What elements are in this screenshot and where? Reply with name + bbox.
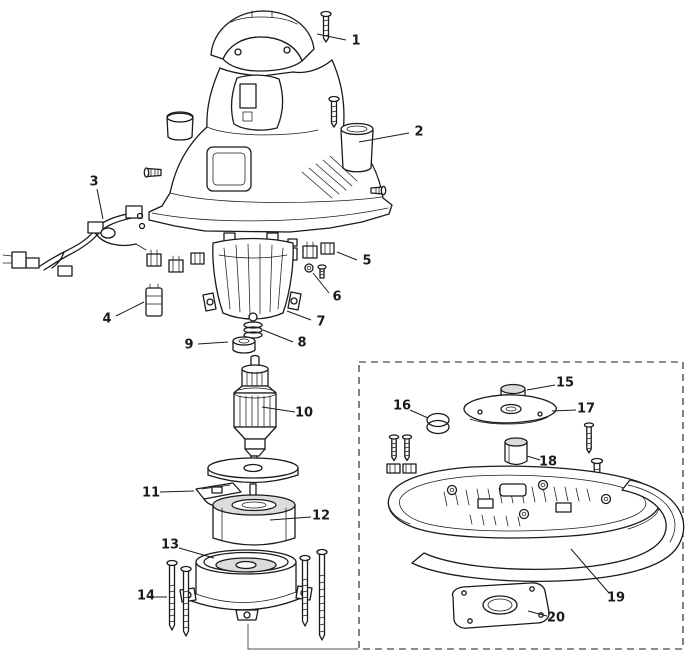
part-9-bearing-cap: [232, 336, 256, 354]
part-20-bottom-plate: [451, 582, 550, 629]
retainer-clips-left: [146, 249, 205, 273]
part-callout-17: 17: [576, 401, 596, 417]
part-14-bolts: [166, 548, 328, 641]
part-callout-14: 14: [136, 588, 156, 604]
part-16-spring: [426, 412, 450, 435]
leader-lines: [96, 33, 610, 617]
part-callout-13: 13: [160, 537, 180, 553]
part-2-upper-housing: [143, 59, 393, 233]
part-17-cam-plate: [463, 394, 557, 425]
fastener-screws-left: [386, 434, 417, 474]
part-callout-11: 11: [141, 485, 161, 501]
part-6-screw-nut: [304, 263, 327, 279]
part-19-base-assembly: [387, 465, 685, 582]
part-callout-18: 18: [538, 454, 558, 470]
part-4-slide-block: [145, 283, 163, 317]
part-callout-12: 12: [311, 508, 331, 524]
part-callout-10: 10: [294, 405, 314, 421]
part-7-motor-mount: [202, 232, 302, 322]
fastener-screws-right: [583, 422, 604, 495]
assembly-connector-line: [247, 623, 359, 650]
part-1-cover-cap: [210, 10, 315, 72]
part-10-armature: [207, 354, 299, 499]
sub-assembly-dashed-box: [358, 361, 684, 650]
part-18-roller: [504, 437, 528, 466]
part-callout-15: 15: [555, 375, 575, 391]
part-12-field-stator: [212, 494, 296, 546]
part-callout-3: 3: [89, 174, 99, 190]
part-callout-9: 9: [184, 337, 194, 353]
part-callout-19: 19: [606, 590, 626, 606]
screw-above-spout: [328, 95, 340, 128]
part-callout-2: 2: [414, 124, 424, 140]
part-callout-20: 20: [546, 610, 566, 626]
screw-for-part-1: [320, 10, 332, 43]
part-callout-16: 16: [392, 398, 412, 414]
part-callout-8: 8: [297, 335, 307, 351]
part-3-cord-harness: [2, 205, 147, 277]
part-13-lower-housing: [179, 549, 313, 621]
part-8-spring-washer: [243, 321, 263, 339]
part-callout-6: 6: [332, 289, 342, 305]
part-callout-1: 1: [351, 33, 361, 49]
part-callout-4: 4: [102, 311, 112, 327]
part-callout-7: 7: [316, 314, 326, 330]
part-callout-5: 5: [362, 253, 372, 269]
